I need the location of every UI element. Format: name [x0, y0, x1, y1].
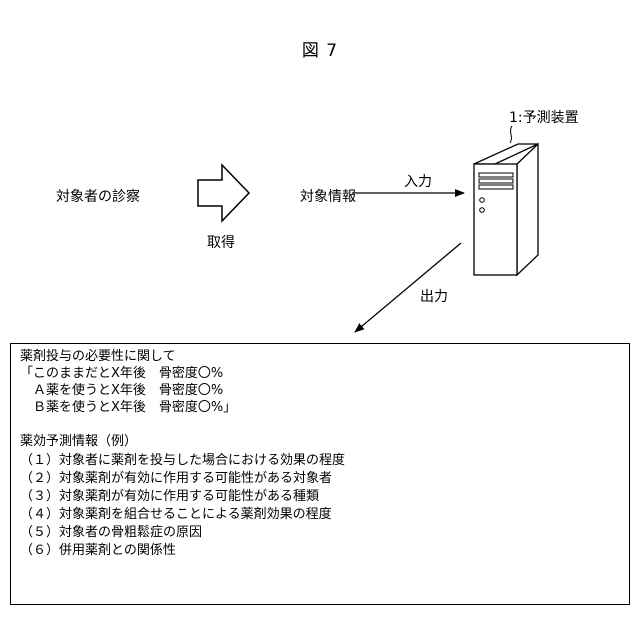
output-line: 「このままだとX年後 骨密度〇% — [20, 365, 223, 382]
prediction-device-icon — [474, 144, 538, 275]
output-line: （５）対象者の骨粗鬆症の原因 — [20, 524, 202, 541]
output-line: （２）対象薬剤が有効に作用する可能性がある対象者 — [20, 470, 332, 487]
acquire-label: 取得 — [207, 232, 235, 252]
patient-diagnosis-label: 対象者の診察 — [56, 186, 140, 206]
acquire-block-arrow — [198, 165, 249, 221]
input-label: 入力 — [404, 171, 432, 191]
output-line: Ａ薬を使うとX年後 骨密度〇% — [20, 382, 223, 399]
output-line: 薬効予測情報（例） — [20, 433, 137, 450]
device-label: 1:予測装置 — [509, 107, 579, 127]
output-line: （３）対象薬剤が有効に作用する可能性がある種類 — [20, 488, 319, 505]
output-line: 薬剤投与の必要性に関して — [20, 348, 176, 365]
output-info-box: 薬剤投与の必要性に関して 「このままだとX年後 骨密度〇% Ａ薬を使うとX年後 … — [10, 343, 630, 605]
output-line: （６）併用薬剤との関係性 — [20, 542, 176, 559]
device-leader-line — [510, 126, 512, 143]
output-line: Ｂ薬を使うとX年後 骨密度〇%」 — [20, 399, 236, 416]
output-line: （４）対象薬剤を組合せることによる薬剤効果の程度 — [20, 506, 332, 523]
output-label: 出力 — [420, 286, 448, 306]
subject-info-label: 対象情報 — [300, 186, 356, 206]
output-line: （１）対象者に薬剤を投与した場合における効果の程度 — [20, 452, 345, 469]
